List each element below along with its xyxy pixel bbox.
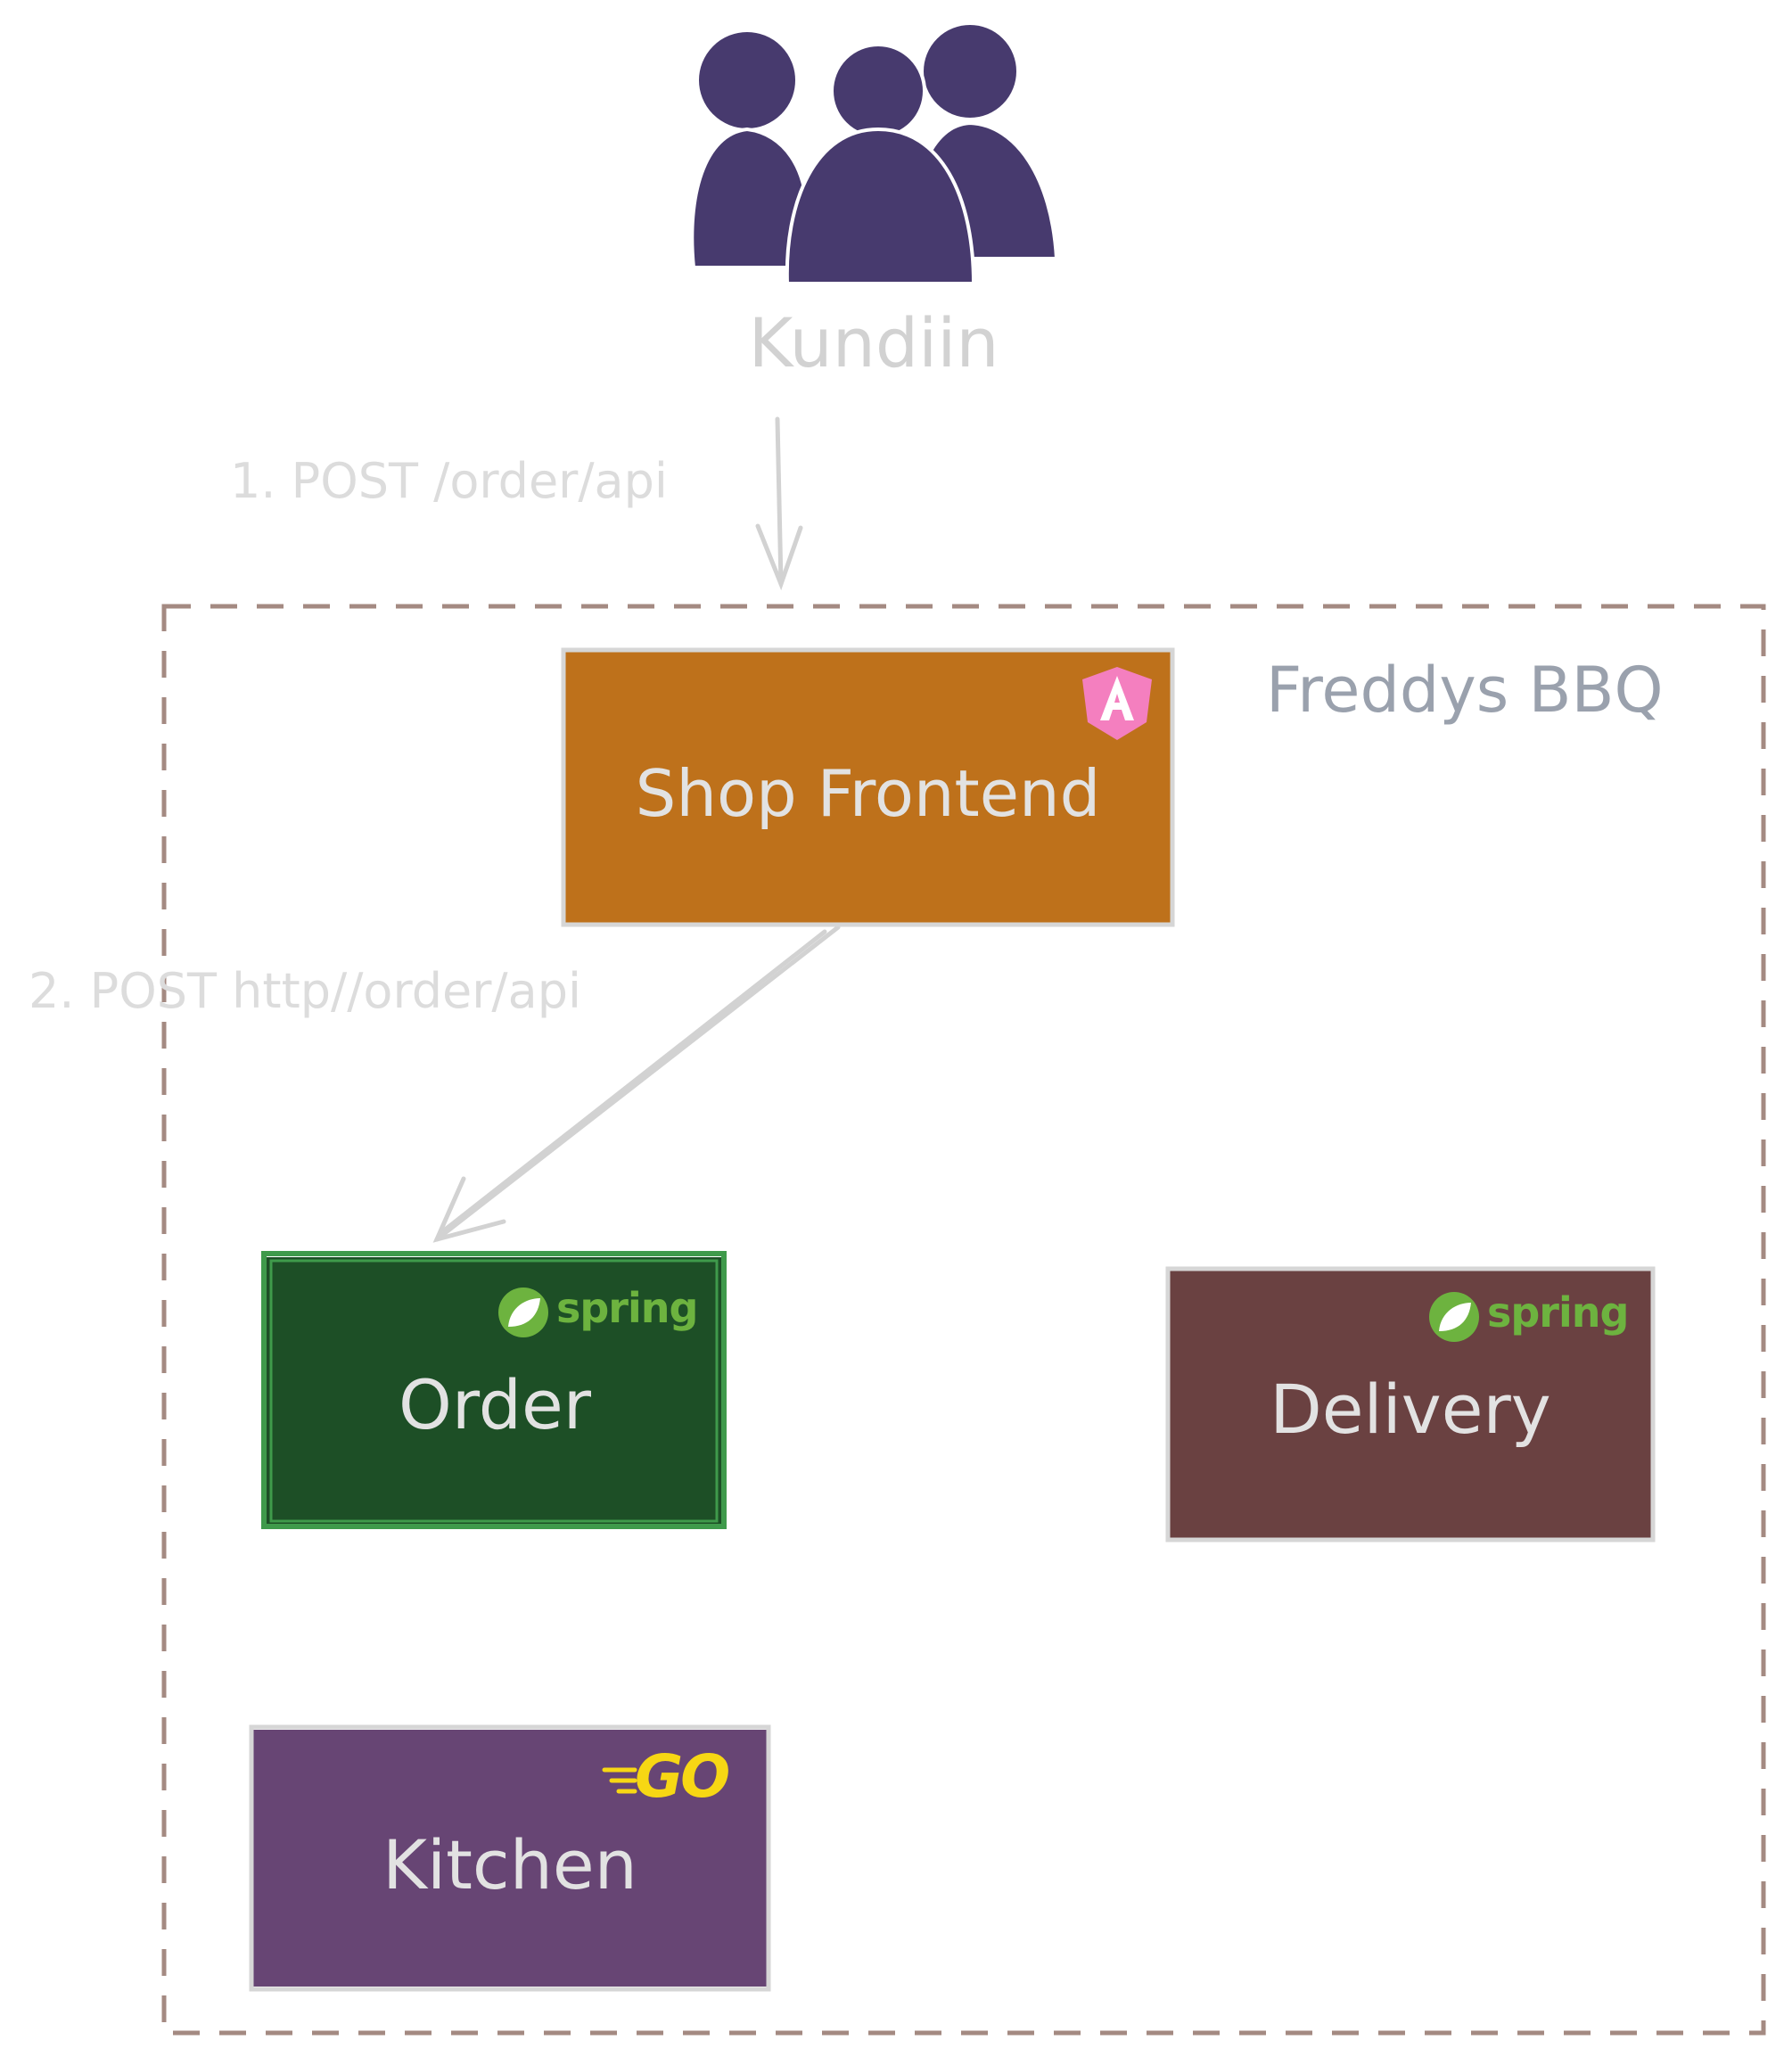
go-badge-kitchen: GO xyxy=(635,1742,730,1811)
boundary-label: Freddys BBQ xyxy=(1266,654,1664,727)
order-box xyxy=(261,1251,727,1529)
order-label: Order xyxy=(399,1364,591,1444)
shop-frontend-label: Shop Frontend xyxy=(635,756,1101,831)
spring-leaf-icon xyxy=(1429,1292,1479,1342)
spring-badge-order: spring xyxy=(556,1284,698,1332)
edge-label-1: 1. POST /order/api xyxy=(230,453,668,509)
spring-logo-text: spring xyxy=(1487,1288,1629,1337)
edge-arrow-1 xyxy=(755,416,803,591)
spring-leaf-icon xyxy=(498,1288,548,1337)
edge-label-2: 2. POST http//order/api xyxy=(29,963,581,1019)
delivery-box xyxy=(1165,1266,1656,1543)
edge-arrow-2 xyxy=(432,925,841,1243)
spring-badge-delivery: spring xyxy=(1487,1288,1629,1337)
actor-label: Kundiin xyxy=(748,303,999,383)
kitchen-label: Kitchen xyxy=(382,1824,637,1905)
go-speed-lines-icon xyxy=(602,1767,637,1794)
freddys-bbq-boundary xyxy=(161,604,1766,2036)
users-icon xyxy=(690,21,1059,285)
kitchen-box xyxy=(249,1724,771,1992)
spring-logo-text: spring xyxy=(556,1284,698,1332)
shop-frontend-box xyxy=(561,647,1175,927)
go-logo-text: GO xyxy=(635,1742,730,1811)
delivery-label: Delivery xyxy=(1270,1369,1551,1449)
angular-icon xyxy=(1082,667,1152,740)
